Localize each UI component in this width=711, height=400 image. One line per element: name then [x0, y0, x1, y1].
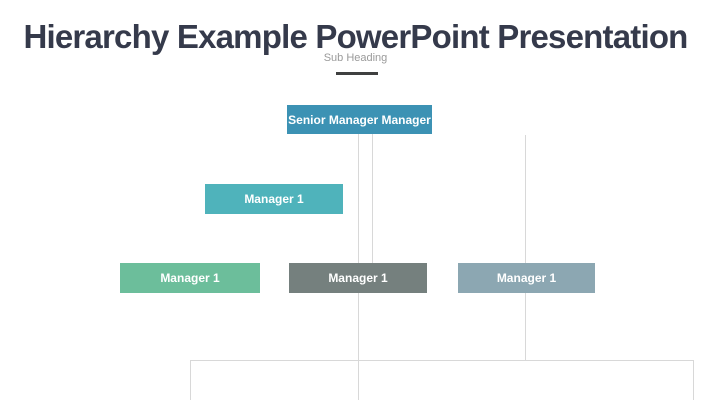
connector-bottom-horizontal	[190, 360, 693, 361]
connector-bottom-right-drop	[693, 360, 694, 400]
org-node-manager-level3-right: Manager 1	[458, 263, 595, 293]
slide-subtitle: Sub Heading	[323, 52, 388, 64]
org-node-label: Manager 1	[160, 271, 220, 285]
connector-bottom-left-drop	[190, 360, 191, 400]
connector-center-node-down	[358, 293, 359, 400]
org-node-label: Senior Manager Manager	[288, 112, 431, 127]
connector-root-drop-line-right	[372, 134, 373, 263]
slide-title: Hierarchy Example PowerPoint Presentatio…	[23, 18, 688, 55]
connector-right-node-down	[525, 293, 526, 360]
org-node-senior-manager: Senior Manager Manager	[287, 105, 432, 134]
subtitle-underline	[336, 72, 378, 75]
connector-root-to-right-node	[525, 135, 526, 263]
org-node-manager-level2: Manager 1	[205, 184, 343, 214]
org-node-label: Manager 1	[496, 271, 557, 285]
connector-root-drop-line-left	[358, 134, 359, 263]
org-node-manager-level3-center: Manager 1	[289, 263, 427, 293]
org-node-manager-level3-left: Manager 1	[120, 263, 260, 293]
org-node-label: Manager 1	[328, 271, 388, 285]
org-node-label: Manager 1	[244, 192, 304, 206]
